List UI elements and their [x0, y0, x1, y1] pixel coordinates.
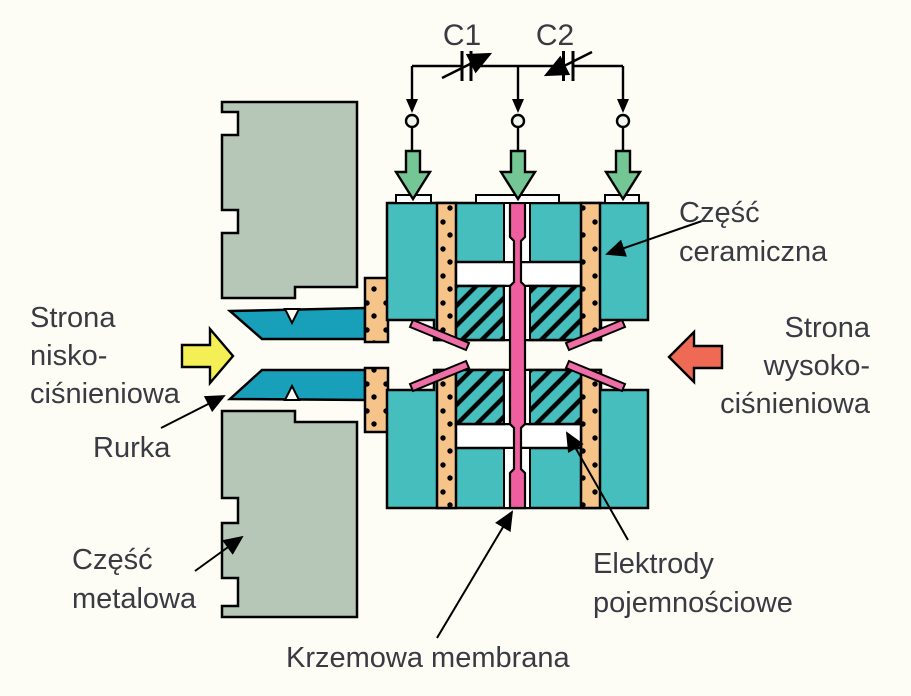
membrane-leader — [436, 510, 514, 639]
capacitive-electrodes-label-line2: pojemnościowe — [593, 587, 793, 619]
lower-right-electrode-block — [527, 368, 583, 426]
low-pressure-side-label-line3: ciśnieniowa — [30, 378, 181, 410]
high-pressure-side-label-line3: ciśnieniowa — [720, 388, 871, 420]
supply-arrow-icon — [603, 149, 643, 202]
capacitor1-variable-arrow — [441, 52, 493, 80]
leader-lines — [160, 220, 703, 639]
capacitor1-label: C1 — [443, 19, 481, 52]
upper-ceramic-connector — [363, 276, 390, 344]
low-pressure-side-label-line2: nisko- — [30, 340, 107, 372]
tube-label: Rurka — [93, 432, 171, 464]
capacitor2-label: C2 — [536, 19, 574, 52]
supply-arrow-icon — [498, 149, 538, 202]
down-arrowhead-icon — [512, 99, 524, 113]
upper-left-electrode-block — [454, 284, 506, 342]
lower-left-flare-electrode — [408, 359, 471, 393]
lower-right-flare-electrode — [564, 359, 627, 393]
upper-metal-part — [220, 100, 359, 300]
lower-metal-part — [220, 409, 359, 619]
down-arrowhead-icon — [617, 99, 629, 113]
upper-right-flare-electrode — [564, 318, 627, 352]
terminal-node-icon — [404, 113, 420, 129]
upper-left-flare-electrode — [408, 318, 471, 352]
capacitive-electrodes-label-line1: Elektrody — [593, 548, 714, 580]
silicon-membrane-label: Krzemowa membrana — [286, 642, 571, 674]
metal-part-label-line1: Część — [72, 544, 153, 576]
capacitor2-variable-arrow — [543, 50, 593, 77]
upper-right-ceramic-strip — [579, 201, 602, 342]
tube-leader — [160, 395, 226, 429]
lower-ceramic-connector — [363, 366, 390, 434]
metal-part-label-line2: metalowa — [72, 583, 197, 615]
lower-tube-notch — [283, 383, 301, 401]
silicon-membrane — [508, 201, 527, 510]
upper-tube-notch — [283, 308, 301, 326]
terminal-node-icon — [615, 113, 631, 129]
metal-part-leader — [194, 535, 244, 572]
supply-arrows — [393, 149, 643, 202]
supply-arrow-icon — [393, 149, 433, 202]
ceramic-part-leader — [605, 220, 703, 257]
electrodes-leader — [566, 431, 629, 541]
low-pressure-arrow-icon — [180, 325, 235, 387]
high-pressure-arrow-icon — [667, 329, 724, 385]
upper-left-ceramic-strip — [435, 201, 458, 342]
down-arrowhead-icon — [406, 99, 418, 113]
ceramic-part-label-line2: ceramiczna — [679, 236, 828, 268]
high-pressure-side-label-line1: Strona — [785, 312, 871, 344]
low-pressure-side-label-line1: Strona — [30, 302, 116, 334]
lower-left-electrode-block — [454, 368, 506, 426]
terminal-node-icon — [510, 113, 526, 129]
ceramic-part-label-line1: Część — [679, 197, 760, 229]
upper-right-electrode-block — [527, 284, 583, 342]
capacitor-circuit — [404, 50, 631, 151]
high-pressure-side-label-line2: wysoko- — [763, 350, 870, 382]
lower-left-ceramic-strip — [435, 368, 458, 510]
